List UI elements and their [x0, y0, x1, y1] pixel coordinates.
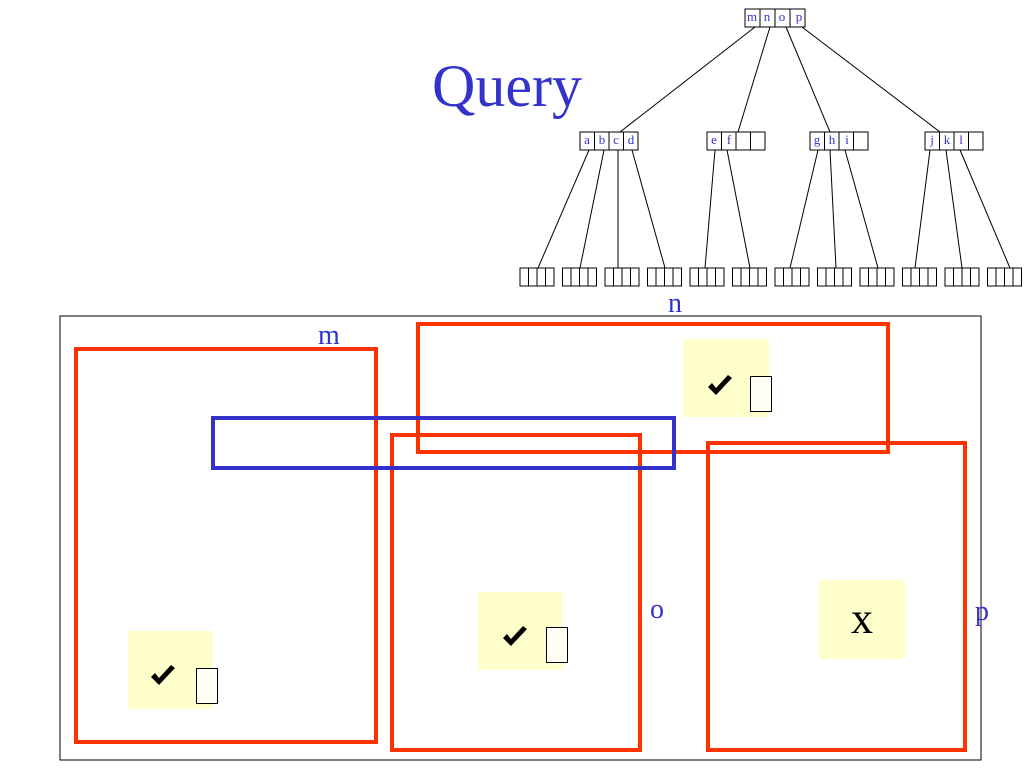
region-n-rect — [416, 322, 890, 454]
tree-leaf-node — [647, 267, 682, 287]
empty-box-icon — [546, 627, 568, 663]
tree-leaf-node — [732, 267, 767, 287]
tree-internal-nodes — [579, 131, 984, 151]
slide-title: Query — [432, 53, 582, 119]
node-key-label: g — [813, 132, 821, 147]
node-key-label: h — [828, 132, 836, 147]
region-n-result-note — [683, 339, 772, 417]
node-key-label: d — [627, 132, 635, 147]
region-o-label: o — [650, 594, 664, 625]
tree-leaf-nodes — [519, 267, 1022, 287]
tree-leaf-node — [859, 267, 895, 287]
tree-leaf-node — [817, 267, 852, 287]
node-key-label: i — [845, 132, 849, 147]
node-key-label: k — [943, 132, 951, 147]
tree-leaf-node — [944, 267, 980, 287]
region-o-rect — [390, 433, 642, 752]
check-icon — [708, 375, 732, 395]
node-key-label: e — [711, 132, 717, 147]
tree-leaf-node — [774, 267, 810, 287]
region-n-label: n — [668, 288, 682, 319]
tree-leaf-node — [562, 267, 597, 287]
check-icon — [503, 626, 527, 646]
empty-box-icon — [750, 376, 772, 412]
query-rectangle — [211, 416, 676, 470]
region-p-result-note: x — [819, 580, 905, 659]
tree-edges — [537, 26, 1011, 269]
region-o-result-note — [478, 592, 568, 670]
root-key-label: m — [746, 9, 758, 24]
node-key-label: j — [930, 132, 934, 147]
region-p-label: p — [975, 596, 989, 627]
tree-root-node — [744, 8, 806, 28]
tree-leaf-node — [604, 267, 640, 287]
region-m-label: m — [318, 320, 340, 351]
empty-box-icon — [196, 668, 218, 704]
check-icon — [151, 665, 175, 685]
root-key-label: o — [778, 9, 786, 24]
root-key-label: n — [763, 9, 771, 24]
node-key-label: b — [598, 132, 606, 147]
tree-leaf-node — [689, 267, 725, 287]
region-rectangles — [74, 322, 967, 752]
region-m-rect — [74, 347, 378, 744]
node-key-label: l — [959, 132, 963, 147]
region-m-result-note — [128, 631, 218, 709]
tree-leaf-node — [519, 267, 555, 287]
node-key-label: c — [613, 132, 619, 147]
x-mark: x — [851, 594, 873, 643]
node-key-label: f — [726, 132, 732, 147]
region-p-rect — [706, 441, 967, 752]
node-key-label: a — [584, 132, 590, 147]
tree-leaf-node — [902, 267, 937, 287]
data-space-frame — [59, 315, 982, 761]
tree-leaf-node — [987, 267, 1022, 287]
root-key-label: p — [795, 9, 803, 24]
